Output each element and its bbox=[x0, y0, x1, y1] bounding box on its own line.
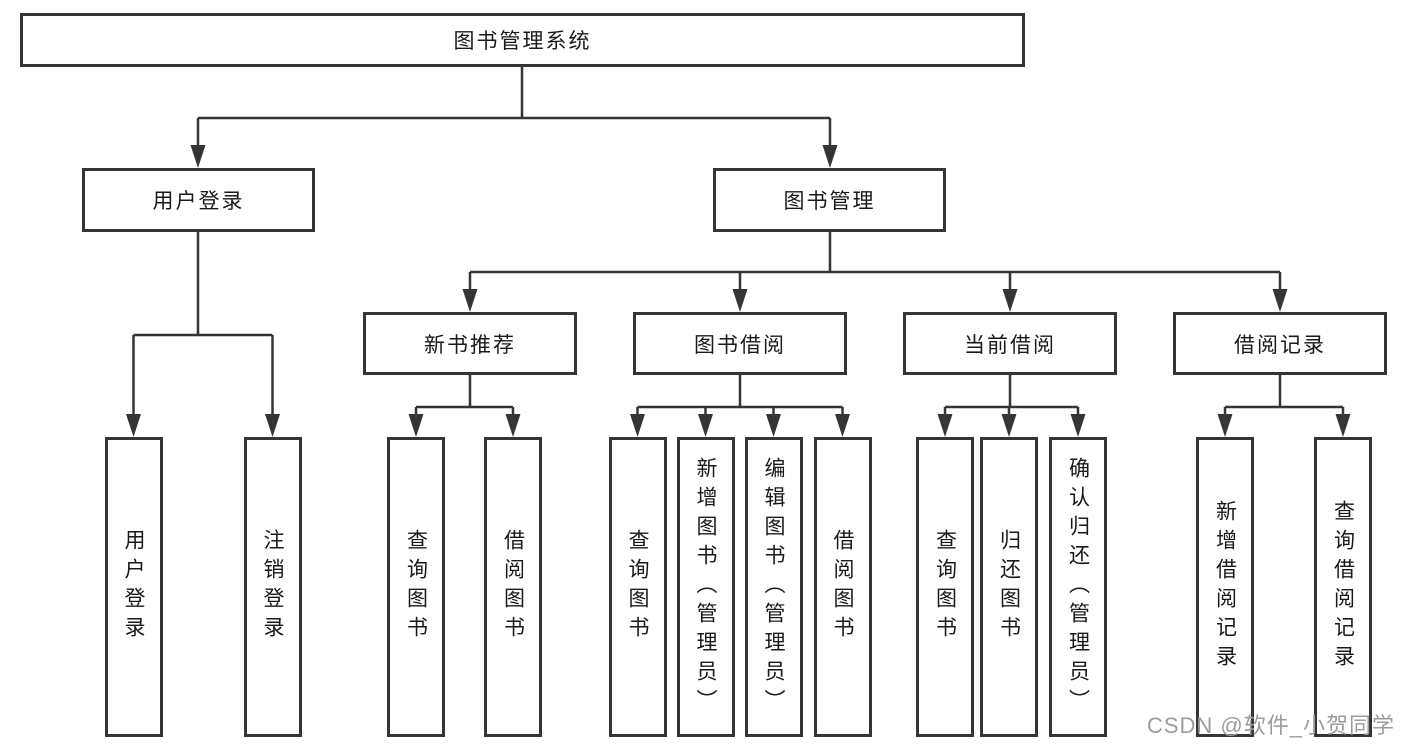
node-root-system: 图书管理系统 bbox=[20, 13, 1025, 67]
node-borrow-record: 借阅记录 bbox=[1173, 312, 1387, 375]
leaf-newbook-query: 查询图书 bbox=[387, 437, 445, 737]
leaf-current-query: 查询图书 bbox=[916, 437, 974, 737]
node-book-borrow: 图书借阅 bbox=[633, 312, 847, 375]
arrowheads bbox=[126, 145, 1351, 437]
leaf-logout: 注销登录 bbox=[243, 437, 302, 737]
connector-currentborrow-to-leaves bbox=[943, 375, 1080, 416]
leaf-record-query: 查询借阅记录 bbox=[1314, 437, 1372, 737]
connector-root-to-level2 bbox=[196, 67, 832, 148]
connector-borrowrecord-to-leaves bbox=[1223, 375, 1345, 416]
leaf-record-add: 新增借阅记录 bbox=[1196, 437, 1254, 737]
leaf-borrow-add-admin: 新增图书（管理员） bbox=[676, 437, 735, 737]
connector-bookmgmt-to-level3 bbox=[468, 232, 1282, 292]
node-book-management: 图书管理 bbox=[713, 168, 946, 232]
leaf-user-login: 用户登录 bbox=[104, 437, 163, 737]
leaf-borrow-borrow: 借阅图书 bbox=[813, 437, 872, 737]
leaf-current-return: 归还图书 bbox=[980, 437, 1038, 737]
leaf-borrow-edit-admin: 编辑图书（管理员） bbox=[744, 437, 803, 737]
leaf-current-confirm-admin: 确认归还（管理员） bbox=[1049, 437, 1107, 737]
csdn-watermark: CSDN @软件_小贺同学 bbox=[1146, 713, 1395, 738]
leaf-borrow-query: 查询图书 bbox=[608, 437, 667, 737]
node-user-login: 用户登录 bbox=[82, 168, 315, 232]
node-current-borrow: 当前借阅 bbox=[903, 312, 1117, 375]
leaf-newbook-borrow: 借阅图书 bbox=[484, 437, 542, 737]
connector-newbook-to-leaves bbox=[414, 375, 515, 416]
connector-bookborrow-to-leaves bbox=[636, 375, 844, 416]
node-new-book-recommend: 新书推荐 bbox=[363, 312, 577, 375]
connector-userlogin-to-leaves bbox=[132, 232, 274, 416]
